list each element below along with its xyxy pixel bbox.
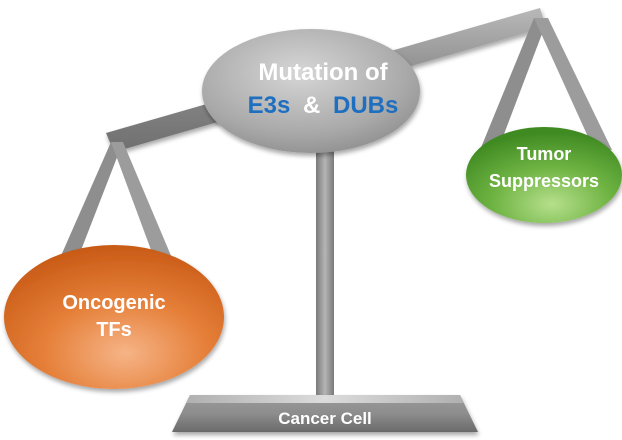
center-label-line1: Mutation of (258, 59, 388, 86)
center-e3s: E3s (248, 92, 291, 119)
center-ellipse (202, 29, 420, 153)
left-pan-hanger-right (111, 142, 172, 258)
scale-pole (316, 138, 334, 400)
right-pan-line1: Tumor (517, 144, 572, 164)
left-pan-hanger (60, 142, 123, 258)
base-label: Cancer Cell (278, 409, 372, 428)
oncogenic-tfs-pan (4, 245, 224, 389)
center-dubs: DUBs (333, 92, 398, 119)
left-pan-line2: TFs (96, 319, 132, 341)
tumor-suppressors-pan (466, 127, 622, 223)
scale-base (172, 395, 478, 432)
right-pan-line2: Suppressors (489, 171, 599, 191)
center-ampersand: & (303, 92, 320, 119)
right-pan-hanger (480, 18, 548, 150)
center-label-line2: E3s & DUBs (248, 92, 399, 119)
right-pan-hanger-right (534, 18, 612, 150)
left-pan-line1: Oncogenic (62, 292, 165, 314)
